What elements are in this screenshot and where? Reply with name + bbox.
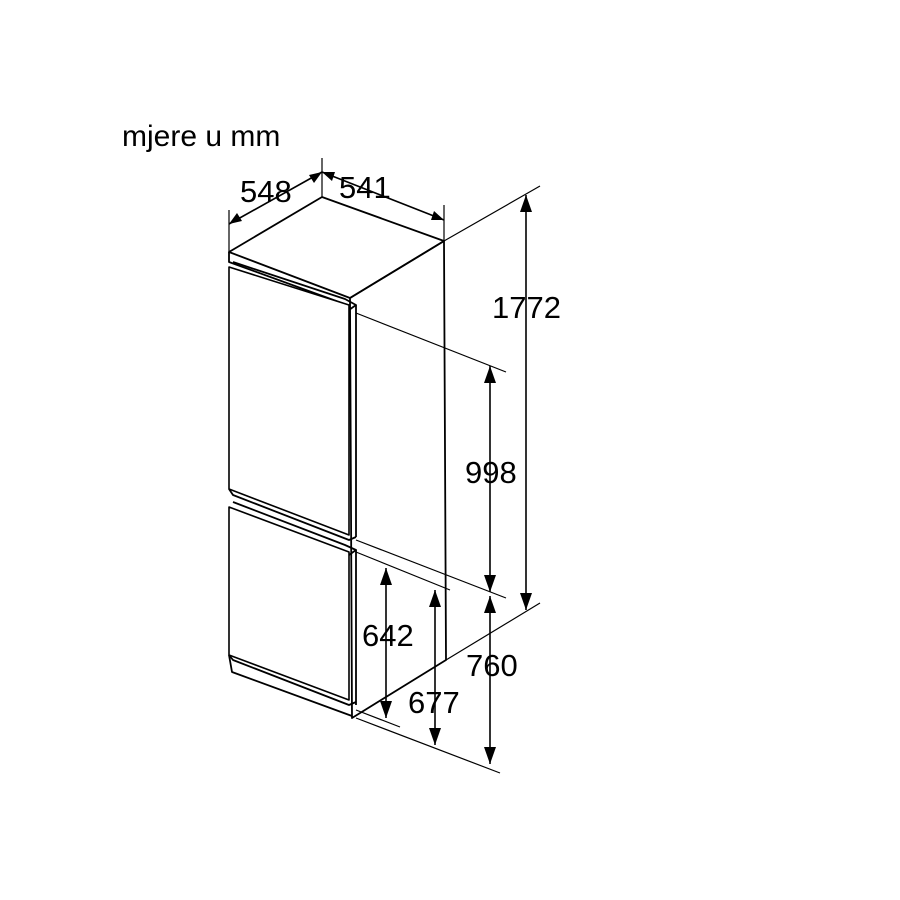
label-541: 541 bbox=[339, 170, 391, 205]
ext-1772-top bbox=[443, 185, 541, 242]
arrow-548-start bbox=[229, 213, 242, 224]
ext-1772-bottom bbox=[445, 602, 541, 661]
dimension-lines bbox=[228, 171, 532, 764]
ext-760-bottom bbox=[355, 717, 501, 774]
arrow-760-top bbox=[484, 596, 496, 613]
arrow-1772-top bbox=[520, 195, 532, 212]
lower-door bbox=[228, 501, 357, 706]
label-548: 548 bbox=[240, 174, 292, 209]
arrow-642-top bbox=[380, 568, 392, 585]
body-top-ledge bbox=[228, 252, 351, 307]
arrow-642-bottom bbox=[380, 701, 392, 718]
arrow-541-start bbox=[322, 172, 335, 181]
body-plinth bbox=[228, 654, 353, 717]
arrow-677-top bbox=[429, 590, 441, 607]
arrow-760-bottom bbox=[484, 747, 496, 764]
arrow-998-bottom bbox=[484, 575, 496, 592]
dim-line-541 bbox=[321, 171, 445, 221]
lower-door-bottom-edge bbox=[228, 654, 357, 706]
ext-998-top bbox=[355, 312, 507, 373]
upper-door-bottom-edge bbox=[228, 488, 357, 541]
arrow-1772-bottom bbox=[520, 593, 532, 610]
upper-door-panel bbox=[228, 266, 350, 536]
extension-lines bbox=[228, 158, 541, 774]
arrow-998-top bbox=[484, 366, 496, 383]
lower-door-top-edge bbox=[232, 501, 357, 556]
dim-line-548 bbox=[228, 171, 323, 225]
label-998: 998 bbox=[465, 455, 517, 490]
upper-door-top-edge bbox=[232, 261, 357, 311]
arrow-541-end bbox=[431, 211, 444, 220]
arrow-548-end bbox=[309, 172, 322, 183]
label-1772: 1772 bbox=[492, 290, 561, 325]
unit-label: mjere u mm bbox=[122, 120, 280, 153]
label-642: 642 bbox=[362, 618, 414, 653]
ext-642-bottom bbox=[355, 709, 401, 728]
ext-998-bottom bbox=[355, 539, 507, 599]
label-677: 677 bbox=[408, 685, 460, 720]
lower-door-panel bbox=[228, 506, 350, 701]
label-760: 760 bbox=[466, 648, 518, 683]
upper-door bbox=[228, 261, 357, 541]
arrow-677-bottom bbox=[429, 728, 441, 745]
ext-642-top bbox=[355, 551, 451, 591]
